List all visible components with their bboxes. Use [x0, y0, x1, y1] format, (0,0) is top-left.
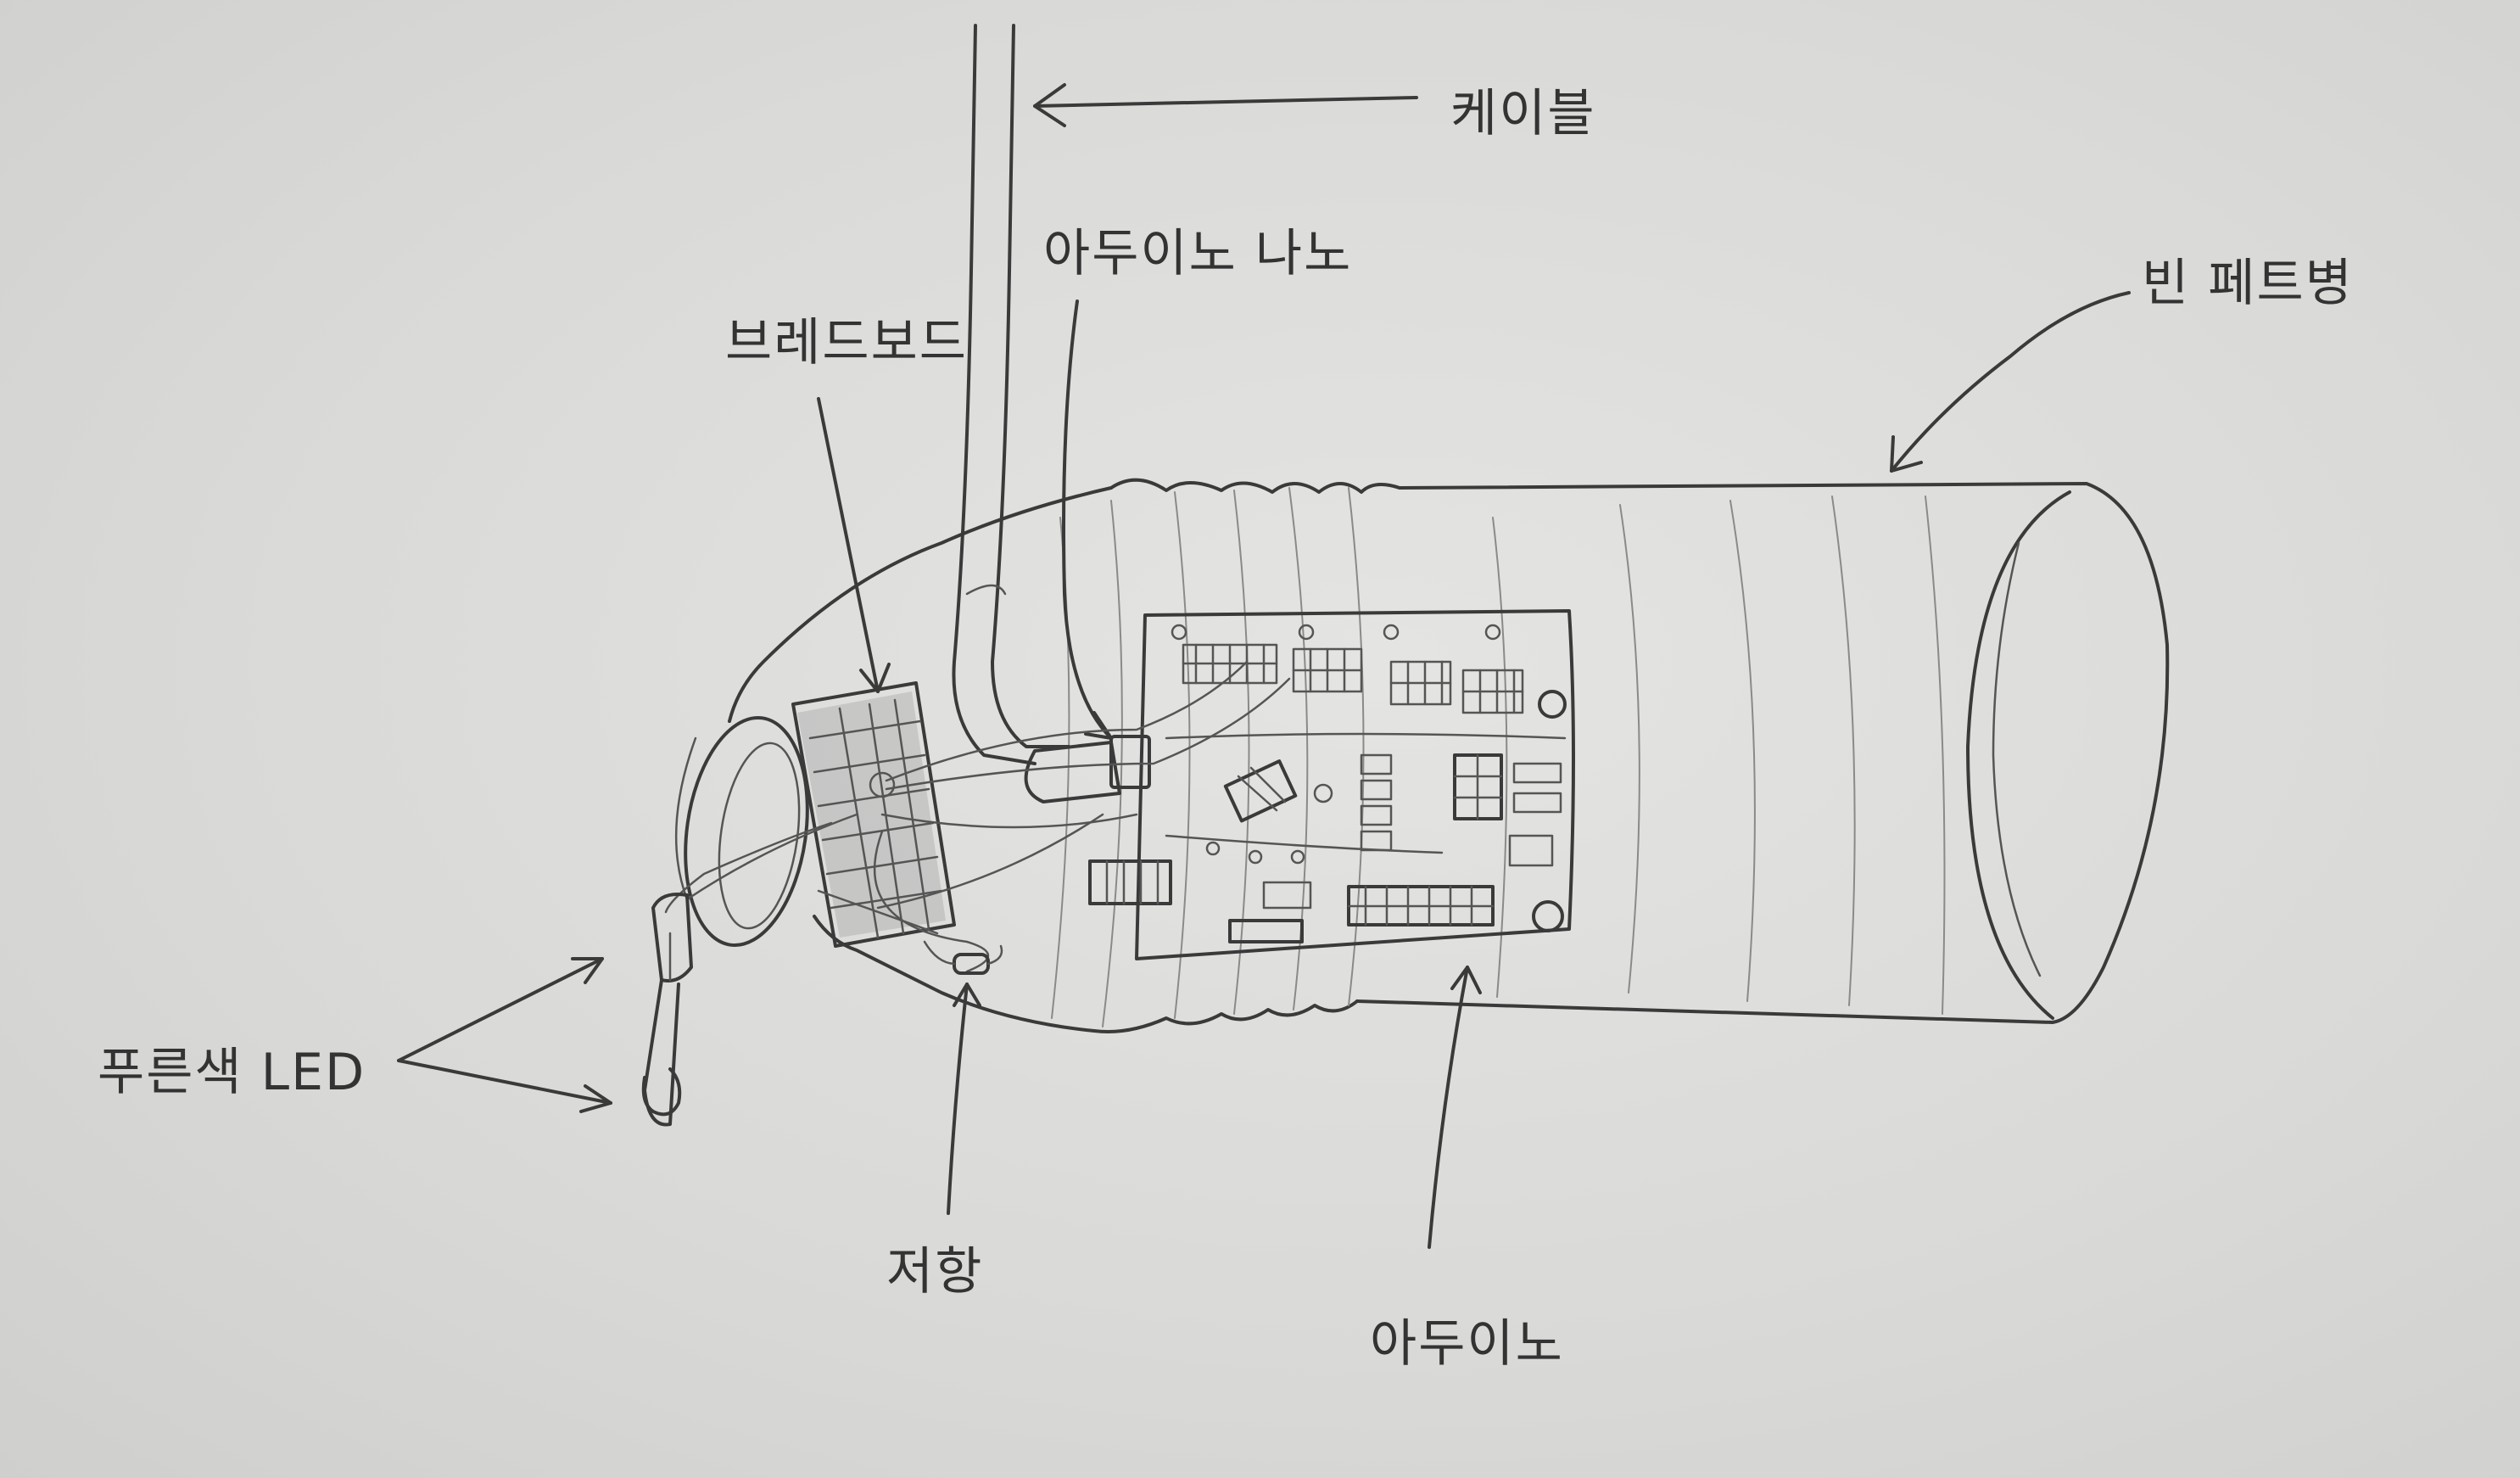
- label-breadboard: 브레드보드: [725, 313, 968, 372]
- wires: [664, 660, 1291, 975]
- breadboard-arrow: [817, 397, 891, 693]
- blue-led: [641, 893, 693, 1127]
- breadboard: [791, 681, 956, 948]
- label-blue-led: 푸른색 LED: [98, 1043, 366, 1102]
- arduino-nano-arrow: [1062, 300, 1113, 740]
- resistor-arrow: [947, 983, 981, 1215]
- label-arduino: 아두이노: [1370, 1314, 1564, 1374]
- arduino-board: [1088, 609, 1575, 960]
- label-cable: 케이블: [1450, 84, 1596, 143]
- label-resistor: 저항: [886, 1242, 984, 1302]
- label-arduino-nano: 아두이노 나노: [1043, 224, 1353, 283]
- cable-arrow: [1033, 83, 1418, 127]
- pet-bottle: [674, 478, 2170, 1033]
- arduino-arrow: [1428, 966, 1482, 1249]
- pet-bottle-arrow: [1890, 291, 2131, 473]
- led-arrows: [397, 957, 612, 1113]
- cable: [952, 24, 1151, 803]
- label-empty-pet-bottle: 빈 페트병: [2142, 254, 2354, 313]
